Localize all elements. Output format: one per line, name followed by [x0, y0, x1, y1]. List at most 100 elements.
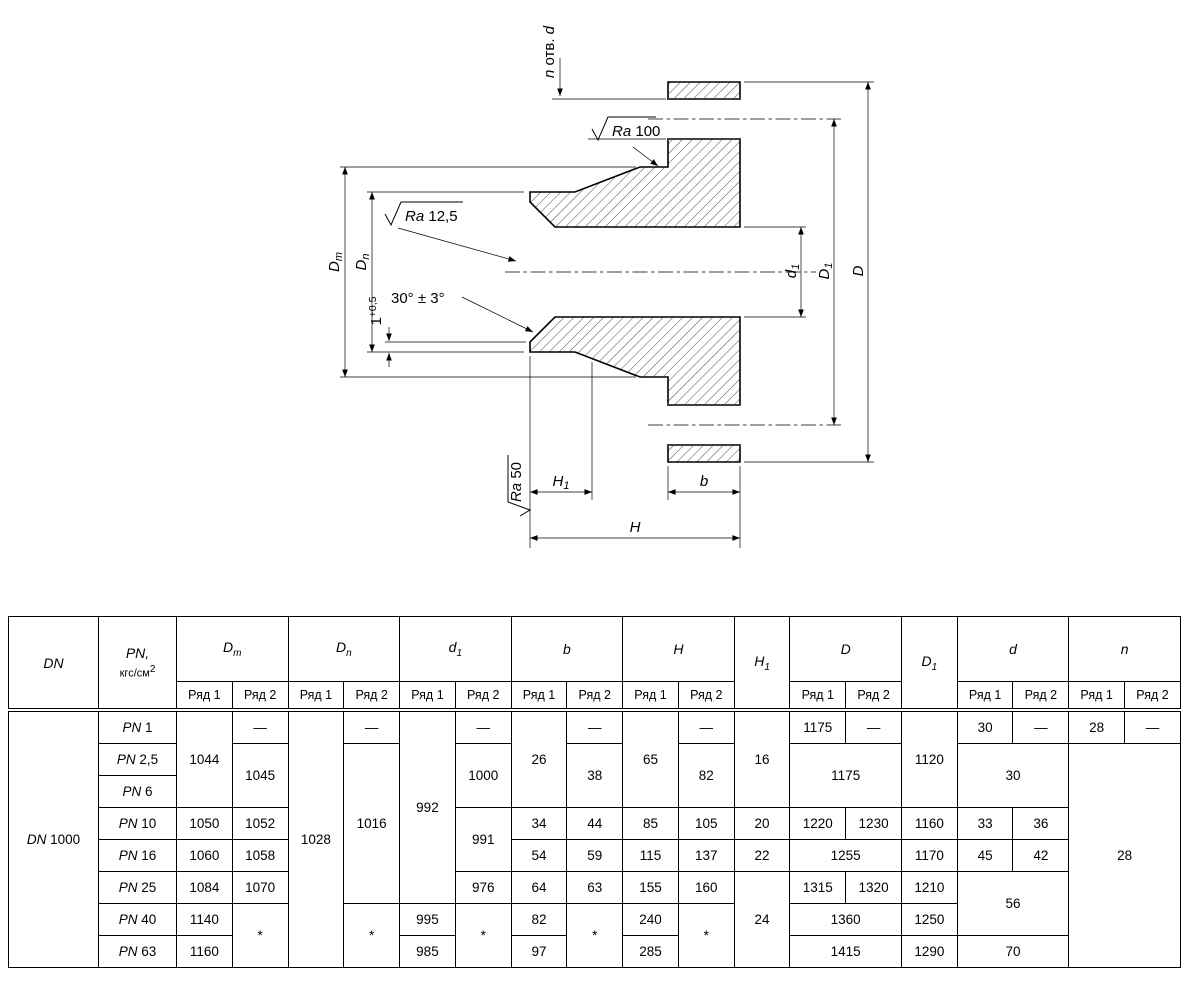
cell-d: 30 — [956, 743, 1070, 808]
extension-lines — [340, 81, 874, 548]
subheader-H-row1: Ряд 1 — [622, 681, 679, 711]
cell-D-row2: — — [845, 709, 902, 744]
dimension-lines — [342, 82, 871, 541]
cell-D: 1175 — [789, 743, 902, 808]
row-pn-25: PN 25 1084 1070 976 64 63 155 160 24 131… — [9, 871, 1181, 968]
ra125-leader — [397, 227, 517, 262]
cell-bigD1: 1250 — [900, 903, 958, 936]
centerlines — [505, 118, 841, 426]
col-header-n: n — [1068, 616, 1181, 682]
cell-dnn2: 1016 — [343, 743, 401, 904]
cell-dm1: 1044 — [176, 709, 233, 808]
subheader-d-row2: Ряд 2 — [1012, 681, 1070, 711]
cell-b1: 64 — [510, 871, 568, 904]
cell-H1: 65 — [622, 709, 679, 808]
cell-D-row1: 1175 — [789, 709, 847, 744]
cell-d11: 995 — [399, 903, 456, 936]
leader-lines — [386, 58, 659, 367]
subheader-d-row1: Ряд 1 — [956, 681, 1014, 711]
cell-dm2: * — [231, 903, 289, 968]
label-dim-D: D — [850, 265, 867, 276]
cell-b1: 26 — [510, 709, 568, 808]
subheader-dm-row2: Ряд 2 — [231, 681, 289, 711]
subheader-D-row2: Ряд 2 — [845, 681, 902, 711]
cell-n: 28 — [1068, 743, 1181, 968]
subheader-dn-row2: Ряд 2 — [343, 681, 401, 711]
cell-d: 70 — [956, 935, 1070, 968]
label-ra125: Ra 12,5 — [405, 208, 458, 225]
row-pn-40: PN 40 1140 * * 995 * 82 * 240 * 1360 125… — [9, 903, 1181, 968]
cell-D: 1360 — [789, 903, 902, 936]
cell-D: 1255 — [789, 839, 902, 872]
col-header-H: H — [622, 616, 735, 682]
cell-D-row2: 1230 — [845, 807, 902, 840]
subheader-n-row1: Ряд 1 — [1068, 681, 1126, 711]
roughness-symbols — [384, 116, 656, 517]
cell-H2: 82 — [677, 743, 735, 808]
cell-H2: 137 — [677, 839, 735, 872]
label-dim-dn: Dn — [353, 254, 372, 271]
col-header-pn: PN, кгс/см2 — [98, 616, 177, 711]
cell-d12: 991 — [454, 807, 512, 872]
cell-d-row2: 42 — [1012, 839, 1070, 872]
subheader-H-row2: Ряд 2 — [677, 681, 735, 711]
cell-b2: — — [566, 709, 624, 744]
drawing-labels: n отв. d Ra 100 Ra 12,5 Ra 50 30° ± 3° 1… — [326, 25, 867, 536]
cell-H2: 160 — [677, 871, 735, 904]
cell-d12: 1000 — [454, 743, 512, 808]
cell-H1: 115 — [622, 839, 679, 872]
cell-h1: 24 — [733, 871, 791, 968]
row-pn-6: PN 6 — [9, 775, 1181, 808]
cell-dm1: 1084 — [176, 871, 233, 904]
subheader-dn-row1: Ряд 1 — [287, 681, 345, 711]
fillet-leader — [632, 146, 659, 167]
cell-b1: 82 — [510, 903, 568, 936]
col-header-H1: H1 — [733, 616, 791, 711]
cell-dm2: 1058 — [231, 839, 289, 872]
subheader-b-row2: Ряд 2 — [566, 681, 624, 711]
cell-d-row2: 36 — [1012, 807, 1070, 840]
cell-pn: PN 2,5 — [98, 743, 177, 776]
cell-D-row1: 1220 — [789, 807, 847, 840]
ra125-roughness-icon — [384, 201, 463, 227]
cell-b1: 97 — [510, 935, 568, 968]
cell-d11: 985 — [399, 935, 456, 968]
cell-H2: 105 — [677, 807, 735, 840]
cell-H1: 85 — [622, 807, 679, 840]
cell-dm1: 1160 — [176, 935, 233, 968]
ra100-roughness-icon — [591, 116, 656, 142]
cell-n-row2: — — [1124, 709, 1181, 744]
subheader-D-row1: Ряд 1 — [789, 681, 847, 711]
cell-H2: * — [677, 903, 735, 968]
cell-d: 56 — [956, 871, 1070, 936]
cell-d-row1: 33 — [956, 807, 1014, 840]
cell-dm2: 1052 — [231, 807, 289, 840]
cell-H2: — — [677, 709, 735, 744]
cell-b2: 59 — [566, 839, 624, 872]
label-dim-H: H — [630, 519, 641, 536]
label-ra100: Ra 100 — [612, 123, 660, 140]
cell-dm2: — — [231, 709, 289, 744]
cell-d-row1: 30 — [956, 709, 1014, 744]
cell-bigD1: 1120 — [900, 709, 958, 808]
dimensions-table: DN PN, кгс/см2 Dm Dn d1 b H H1 D D1 d n … — [8, 616, 1181, 968]
cell-b1: 34 — [510, 807, 568, 840]
cell-h1: 22 — [733, 839, 791, 872]
col-header-dm: Dm — [176, 616, 289, 682]
row-pn-16: PN 16 1060 1058 54 59 115 137 22 1255 11… — [9, 839, 1181, 872]
cell-b1: 54 — [510, 839, 568, 872]
cell-D-row1: 1315 — [789, 871, 847, 904]
cell-n-row1: 28 — [1068, 709, 1126, 744]
cell-b2: * — [566, 903, 624, 968]
label-dim-D1: D1 — [816, 263, 835, 280]
cell-b2: 38 — [566, 743, 624, 808]
col-header-b: b — [510, 616, 624, 682]
label-dim-b: b — [700, 473, 708, 490]
cell-d-row1: 45 — [956, 839, 1014, 872]
label-dim-d1: d1 — [783, 264, 802, 278]
cell-D: 1415 — [789, 935, 902, 968]
cell-pn: PN 1 — [98, 709, 177, 744]
cell-bigD1: 1160 — [900, 807, 958, 840]
cell-b2: 44 — [566, 807, 624, 840]
